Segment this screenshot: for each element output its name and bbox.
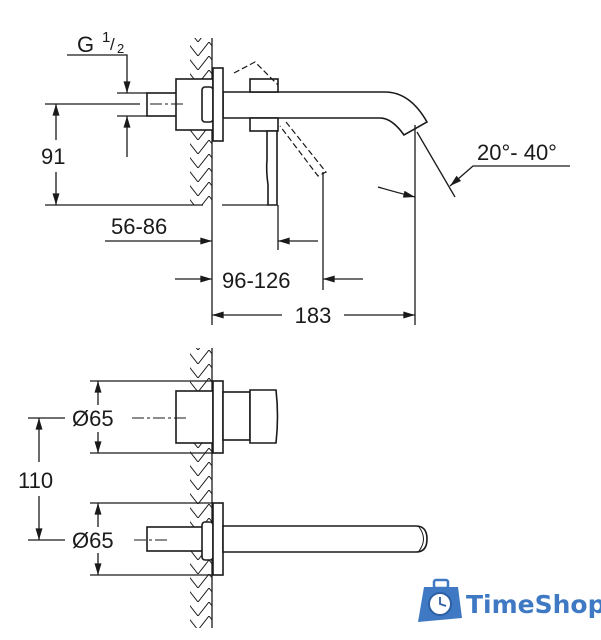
lower-diameter-dim: Ø65: [72, 528, 114, 553]
upper-diameter-dim: Ø65: [72, 406, 114, 431]
lever-rotated-ghost: [233, 61, 327, 177]
thread-slash: /: [110, 35, 115, 54]
height-dim: 91: [41, 144, 65, 169]
lever-block: [249, 78, 279, 93]
lower-adapter: [201, 521, 214, 561]
lever-dim: 96-126: [222, 268, 291, 293]
flange: [212, 67, 224, 142]
upper-box: [175, 390, 214, 444]
upper-flange: [212, 380, 224, 454]
handle-knob: [249, 389, 279, 444]
angle-arc: [377, 186, 416, 198]
wall-depth-dim: 56-86: [111, 214, 167, 239]
inner-adapter: [201, 86, 214, 123]
thread-numerator: 1: [102, 29, 110, 46]
thread-leader: [67, 54, 131, 94]
lower-flange: [212, 502, 224, 576]
watermark-text: TimeShop: [466, 590, 601, 619]
angle-leader: [449, 165, 570, 187]
spacing-dim: 110: [18, 468, 53, 493]
spout-front: [222, 525, 428, 553]
spout-length-dim: 183: [295, 303, 332, 328]
thread-denominator: 2: [117, 41, 124, 56]
spout-tip: [418, 526, 424, 552]
lower-inlet: [146, 526, 206, 552]
wall-hatch: [190, 348, 212, 628]
lever-handle: [265, 130, 278, 206]
front-view: Ø65 110 Ø65: [18, 348, 428, 628]
timeshop-logo: TimeShop: [418, 578, 601, 622]
spout: [222, 91, 429, 137]
thread-label: G: [77, 32, 94, 57]
side-view: G 1 / 2 91 56-86 96-126 183 20°- 40°: [41, 29, 570, 328]
angle-dim: 20°- 40°: [477, 140, 557, 165]
angle-line: [416, 131, 456, 198]
handle-body: [222, 391, 251, 441]
lever-block-lower: [249, 117, 279, 132]
